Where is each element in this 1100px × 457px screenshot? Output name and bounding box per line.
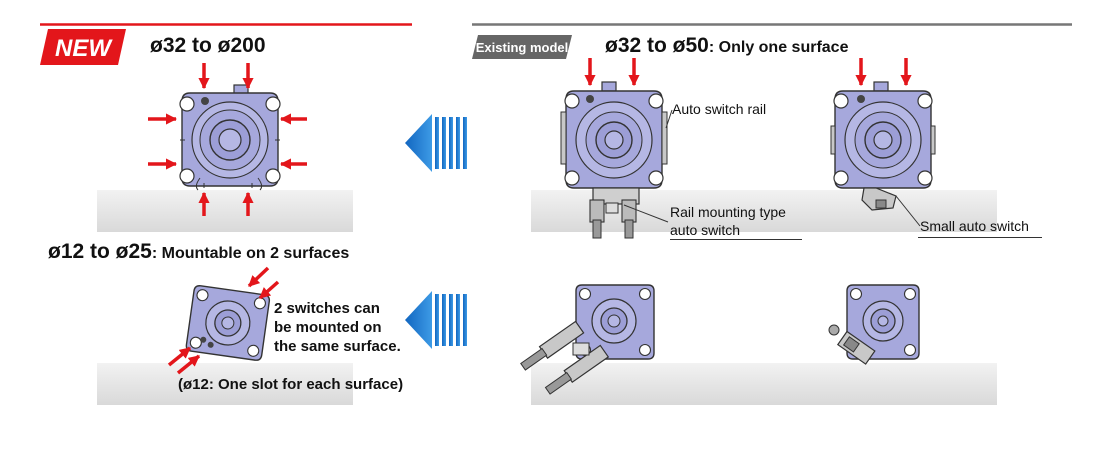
existing-range-heading: ø32 to ø50: Only one surface bbox=[605, 34, 848, 58]
new-large-arrows-icon bbox=[148, 63, 307, 216]
existing-bottom-left-cylinder-icon bbox=[520, 284, 655, 395]
new-small-range: ø12 to ø25 bbox=[48, 240, 152, 263]
rail-mounting-callout-line-1: Rail mounting type bbox=[670, 204, 786, 220]
new-small-note-line-1: 2 switches can bbox=[274, 300, 380, 317]
small-switch-callout-line bbox=[895, 195, 921, 227]
rail-mounting-callout: Rail mounting type auto switch bbox=[670, 203, 786, 239]
existing-rail-cylinder-icon bbox=[560, 81, 668, 239]
blue-arrow-top-icon bbox=[405, 114, 467, 172]
rail-mounting-underline bbox=[670, 239, 802, 240]
new-badge-text: NEW bbox=[55, 35, 113, 62]
existing-range-suffix: : Only one surface bbox=[708, 39, 849, 56]
new-small-cylinder-icon bbox=[185, 285, 271, 361]
existing-callout-lines bbox=[623, 109, 673, 223]
new-small-note: 2 switches can be mounted on the same su… bbox=[274, 299, 401, 356]
new-small-heading: ø12 to ø25: Mountable on 2 surfaces bbox=[48, 240, 349, 264]
existing-small-switch-cylinder-icon bbox=[830, 81, 936, 211]
new-large-range-label: ø32 to ø200 bbox=[150, 34, 266, 57]
existing-rail-arrows-icon bbox=[584, 58, 640, 87]
new-small-note-line-3: the same surface. bbox=[274, 338, 401, 355]
new-large-cylinder-icon bbox=[179, 84, 281, 191]
floor-existing-bottom bbox=[531, 363, 997, 405]
new-small-arrows-icon bbox=[167, 266, 280, 375]
existing-small-switch-arrows-icon bbox=[855, 58, 912, 87]
existing-model-badge: Existing model bbox=[472, 35, 572, 59]
small-switch-callout: Small auto switch bbox=[920, 218, 1029, 234]
auto-switch-rail-callout: Auto switch rail bbox=[672, 101, 767, 117]
existing-bottom-right-cylinder-icon bbox=[828, 284, 920, 365]
floor-new-top bbox=[97, 190, 353, 232]
rail-mounting-callout-line-2: auto switch bbox=[670, 222, 741, 238]
new-badge: NEW bbox=[40, 29, 126, 65]
existing-range: ø32 to ø50 bbox=[605, 34, 709, 57]
new-small-heading-text: : Mountable on 2 surfaces bbox=[151, 245, 350, 262]
floor-new-bottom bbox=[97, 363, 353, 405]
new-small-note-line-2: be mounted on bbox=[274, 319, 382, 336]
new-small-footnote: (ø12: One slot for each surface) bbox=[178, 376, 404, 393]
existing-model-badge-text: Existing model bbox=[476, 40, 568, 55]
blue-arrow-bottom-icon bbox=[405, 291, 467, 349]
small-switch-underline bbox=[918, 237, 1042, 238]
